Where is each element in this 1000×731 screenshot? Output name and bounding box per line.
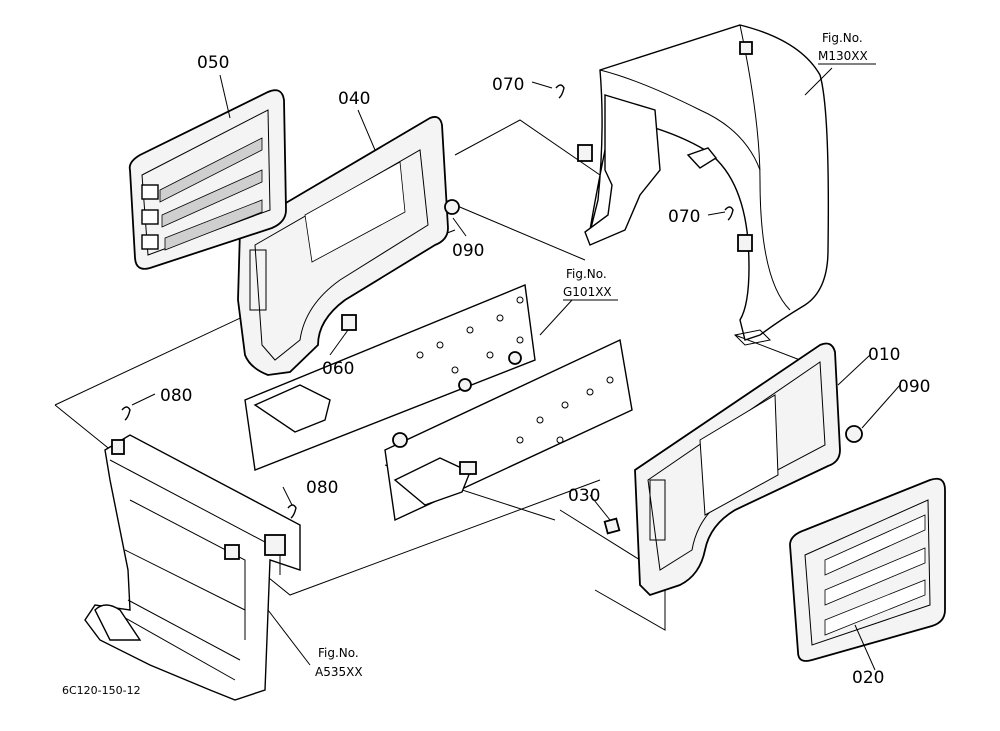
side-panel-left-clip bbox=[341, 314, 357, 331]
frame-bracket bbox=[253, 384, 331, 433]
pin-070-right-icon bbox=[724, 206, 734, 221]
frame-nut bbox=[392, 432, 408, 448]
fig-ref-g101-number: G101XX bbox=[563, 285, 612, 299]
callout-010: 010 bbox=[868, 345, 900, 365]
hood-latch bbox=[686, 147, 718, 169]
fig-ref-a535-caption: Fig.No. bbox=[318, 646, 359, 660]
callout-020: 020 bbox=[852, 668, 884, 688]
callout-070-right: 070 bbox=[668, 207, 700, 227]
hood-outline bbox=[577, 24, 830, 346]
hardware bbox=[121, 84, 863, 535]
leader-lines bbox=[131, 67, 901, 671]
callout-080-left: 080 bbox=[160, 386, 192, 406]
pin-080-center-icon bbox=[287, 504, 297, 519]
grille-left bbox=[128, 89, 287, 270]
drawing-code: 6C120-150-12 bbox=[62, 684, 141, 697]
callout-040: 040 bbox=[338, 89, 370, 109]
fig-ref-g101-caption: Fig.No. bbox=[566, 267, 607, 281]
fig-ref-m130-caption: Fig.No. bbox=[822, 31, 863, 45]
callout-070-top: 070 bbox=[492, 75, 524, 95]
side-panel-left bbox=[237, 116, 449, 376]
frame-clip bbox=[459, 461, 477, 475]
callout-050: 050 bbox=[197, 53, 229, 73]
frame-plates bbox=[244, 284, 633, 522]
fig-ref-m130-number: M130XX bbox=[818, 49, 868, 63]
grommet-090-right-icon bbox=[845, 425, 863, 443]
frame-nut bbox=[458, 378, 472, 392]
clip-030-icon bbox=[603, 517, 621, 535]
callout-030: 030 bbox=[568, 486, 600, 506]
frame-bracket bbox=[393, 457, 471, 506]
callout-090-left: 090 bbox=[452, 241, 484, 261]
pin-070-top-icon bbox=[555, 84, 565, 99]
figure-refs: Fig.No. M130XX Fig.No. G101XX Fig.No. A5… bbox=[315, 31, 876, 679]
lower-frame-tab bbox=[111, 439, 125, 455]
lower-frame-bracket bbox=[264, 534, 286, 556]
callouts: 050 040 070 070 090 060 080 080 010 090 … bbox=[160, 53, 930, 688]
lower-frame-tab bbox=[224, 544, 240, 560]
grommet-090-left-icon bbox=[444, 199, 460, 215]
hood-top-tab bbox=[739, 41, 753, 55]
side-panel-right bbox=[634, 342, 841, 597]
hood-bracket-left bbox=[577, 144, 593, 162]
hood-bracket-right bbox=[737, 234, 753, 252]
callout-060: 060 bbox=[322, 359, 354, 379]
frame-nut bbox=[508, 351, 522, 365]
grille-right bbox=[789, 477, 946, 662]
fig-ref-a535-number: A535XX bbox=[315, 665, 363, 679]
lower-frame bbox=[84, 434, 301, 701]
callout-080-center: 080 bbox=[306, 478, 338, 498]
pin-080-left-icon bbox=[121, 406, 131, 421]
callout-090-right: 090 bbox=[898, 377, 930, 397]
